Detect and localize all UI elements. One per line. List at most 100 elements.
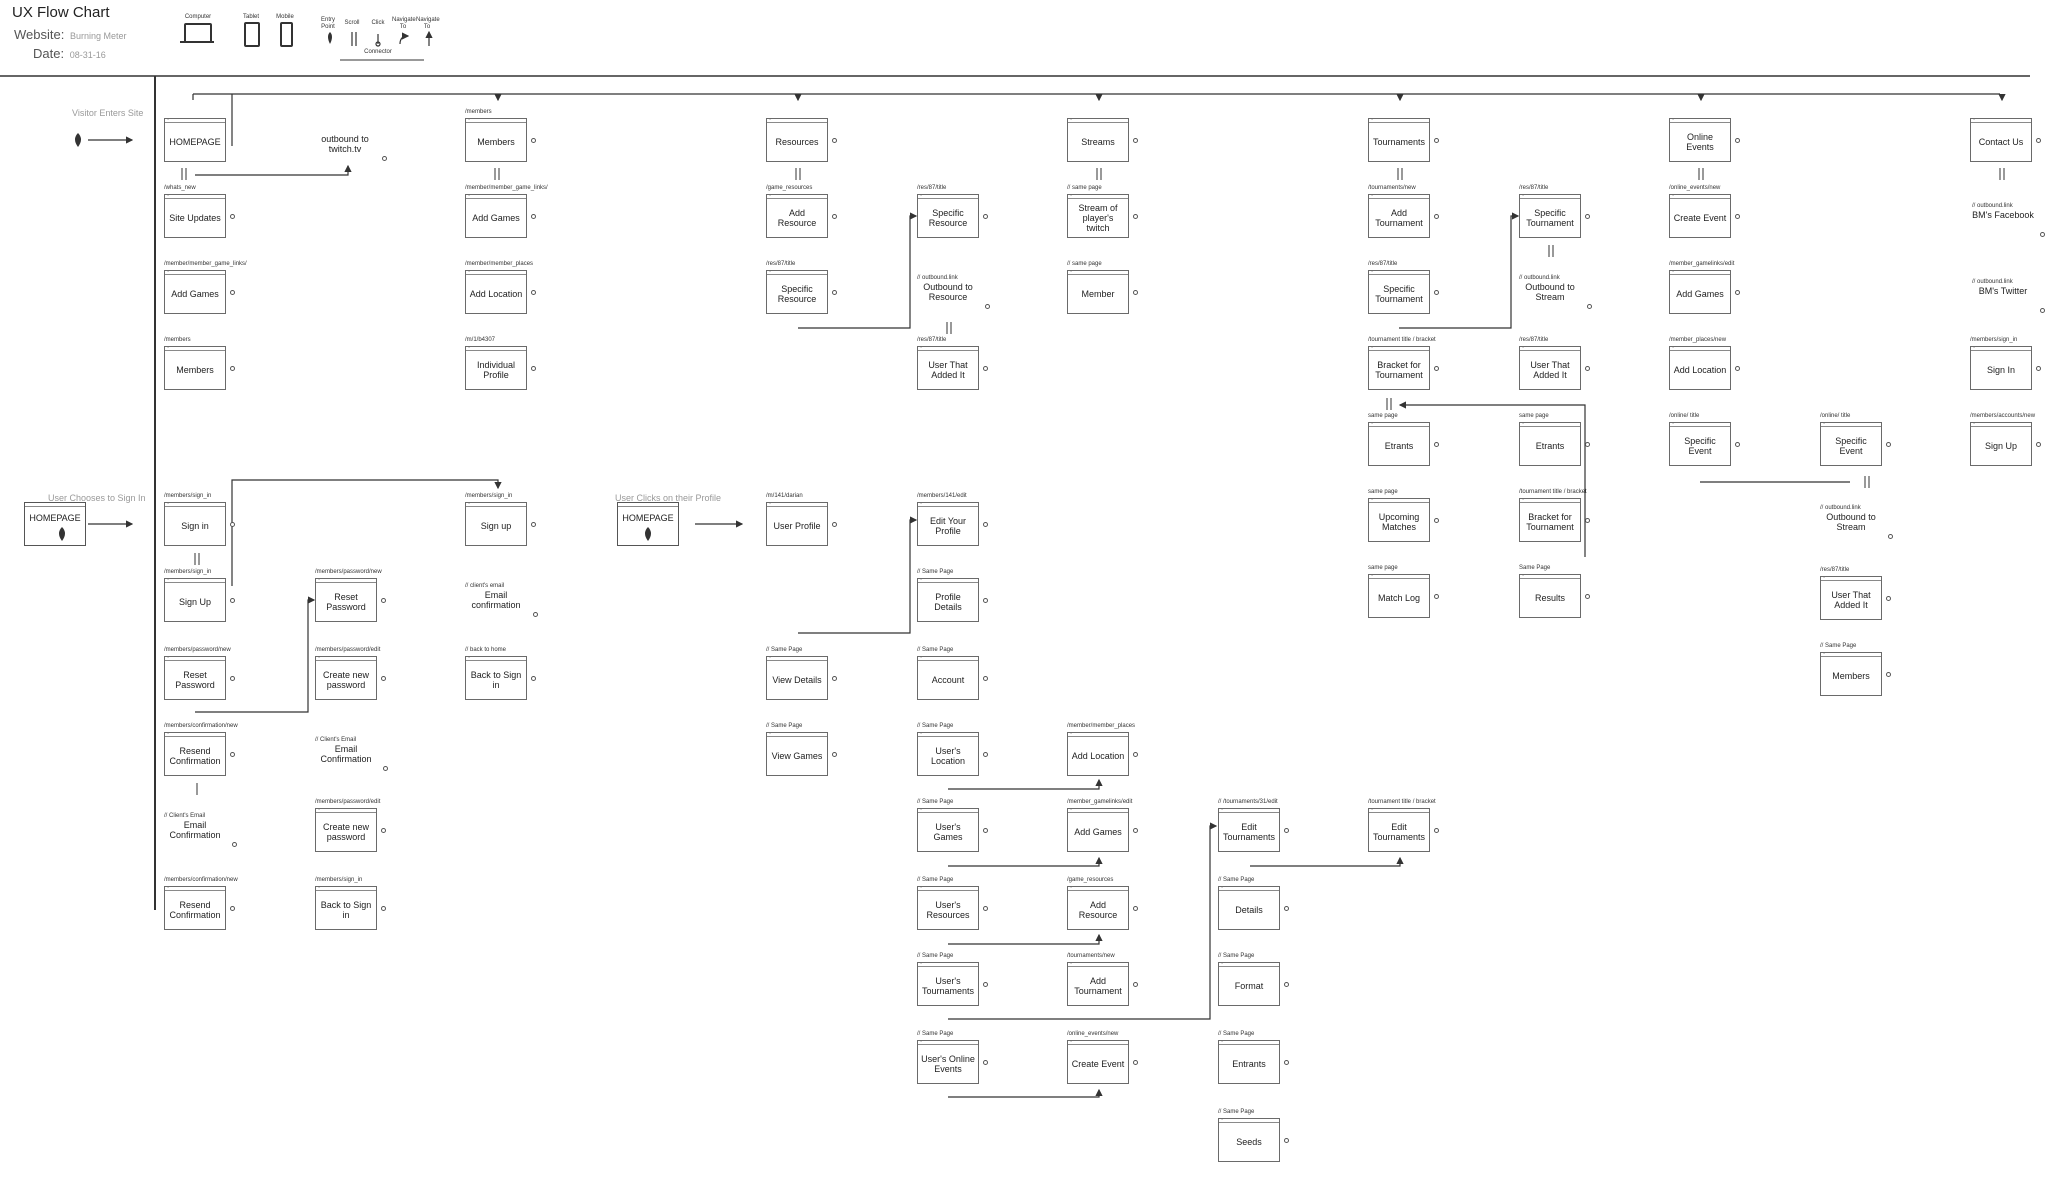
flow-node-t2-outbound: Outbound to Stream bbox=[1513, 282, 1587, 302]
node-click-dot bbox=[1585, 214, 1590, 219]
node-click-dot bbox=[2040, 232, 2045, 237]
node-click-dot bbox=[1133, 214, 1138, 219]
date-label: Date: bbox=[33, 46, 65, 61]
flow-node-r-specific2: Specific Resource bbox=[766, 267, 828, 314]
node-url: /res/87/title bbox=[1519, 337, 1549, 343]
node-label: Add Games bbox=[1074, 827, 1122, 837]
node-label: Streams bbox=[1081, 137, 1115, 147]
node-click-dot bbox=[1133, 982, 1138, 987]
flow-node-members: Members bbox=[465, 115, 527, 162]
flow-node-p-profile: User Profile bbox=[766, 499, 828, 546]
flow-node-si-resend: Resend Confirmation bbox=[164, 729, 226, 776]
legend-navigate-to-2: Navigate To bbox=[416, 17, 440, 30]
node-label: Add Games bbox=[1676, 289, 1724, 299]
node-url: /member_places/new bbox=[1669, 337, 1727, 343]
node-url: // same page bbox=[1067, 261, 1102, 267]
node-url: /members bbox=[164, 337, 191, 343]
flow-node-e-online: User's Online Events bbox=[917, 1037, 979, 1084]
node-click-dot bbox=[381, 676, 386, 681]
node-label: User's Location bbox=[930, 746, 966, 766]
node-click-dot bbox=[1585, 442, 1590, 447]
node-url: same page bbox=[1368, 489, 1398, 495]
node-label: Members bbox=[1832, 671, 1870, 681]
node-url: /members/141/edit bbox=[917, 493, 967, 499]
node-label: Add Resource bbox=[777, 208, 817, 228]
flow-node-pw-create2: Create new password bbox=[315, 805, 377, 852]
legend-scroll: Scroll bbox=[344, 20, 360, 26]
node-url: /tournament title / bracket bbox=[1368, 799, 1436, 805]
node-label: Account bbox=[931, 675, 965, 685]
node-click-dot bbox=[983, 522, 988, 527]
node-label: User's Games bbox=[933, 822, 963, 842]
node-url: /m/1/b4307 bbox=[465, 337, 496, 343]
node-url: // Same Page bbox=[917, 799, 954, 805]
flow-node-site-updates: Site Updates bbox=[164, 191, 226, 238]
flow-node-o2-user: User That Added It bbox=[1820, 573, 1882, 620]
node-url: /members/password/new bbox=[164, 647, 231, 653]
node-url: /m/141/darian bbox=[766, 493, 803, 499]
node-url: /members/accounts/new bbox=[1970, 413, 2036, 419]
flow-node-t2-bracket: Bracket for Tournament bbox=[1519, 495, 1581, 542]
node-label: Resend Confirmation bbox=[169, 900, 221, 920]
node-label: Create new password bbox=[322, 670, 370, 690]
node-label: Edit Tournaments bbox=[1372, 822, 1426, 842]
node-label: Match Log bbox=[1377, 593, 1421, 603]
node-url: /tournament title / bracket bbox=[1519, 489, 1587, 495]
node-click-dot bbox=[1434, 442, 1439, 447]
flow-node-x-resource: Add Resource bbox=[1067, 883, 1129, 930]
website-line: Website: Burning Meter bbox=[14, 27, 127, 42]
flow-node-r-user: User That Added It bbox=[917, 343, 979, 390]
node-click-dot bbox=[1284, 1138, 1289, 1143]
flow-node-m-add-location: Add Location bbox=[465, 267, 527, 314]
node-click-dot bbox=[1133, 138, 1138, 143]
node-click-dot bbox=[1735, 366, 1740, 371]
node-url: /member_gamelinks/edit bbox=[1067, 799, 1133, 805]
flow-node-o2-outbound: Outbound to Stream bbox=[1814, 512, 1888, 532]
node-url: // Same Page bbox=[917, 1031, 954, 1037]
flow-node-o-specific: Specific Event bbox=[1669, 419, 1731, 466]
node-url: // outbound.link bbox=[1972, 279, 2013, 285]
node-url: /members/sign_in bbox=[465, 493, 513, 499]
node-url: Same Page bbox=[1519, 565, 1551, 571]
legend-computer: Computer bbox=[184, 14, 212, 20]
node-label: Email Confirmation bbox=[169, 820, 221, 840]
lane-visitor-enters: Visitor Enters Site bbox=[72, 108, 144, 118]
node-url: // Client's Email bbox=[315, 737, 357, 743]
node-label: Contact Us bbox=[1978, 137, 2024, 147]
node-click-dot bbox=[1888, 534, 1893, 539]
node-label: Reset Password bbox=[175, 670, 215, 690]
node-label: Members bbox=[176, 365, 214, 375]
node-url: /member/member_game_links/ bbox=[164, 261, 247, 267]
flow-node-y-entrants: Entrants bbox=[1218, 1037, 1280, 1084]
flow-node-s-member: Member bbox=[1067, 267, 1129, 314]
node-label: Upcoming Matches bbox=[1378, 512, 1420, 532]
node-click-dot bbox=[1434, 594, 1439, 599]
flow-node-y-format: Format bbox=[1218, 959, 1280, 1006]
node-url: /online_events/new bbox=[1669, 185, 1721, 191]
node-url: /game_resources bbox=[1067, 877, 1114, 883]
node-url: // outbound.link bbox=[1972, 203, 2013, 209]
node-label: Add Tournament bbox=[1074, 976, 1122, 996]
node-url: // outbound.link bbox=[1820, 505, 1861, 511]
node-url: /members/sign_in bbox=[315, 877, 363, 883]
node-label: Add Resource bbox=[1078, 900, 1118, 920]
node-label: Create new password bbox=[322, 822, 370, 842]
node-url: /member_gamelinks/edit bbox=[1669, 261, 1735, 267]
flow-node-pw-reset: Reset Password bbox=[315, 575, 377, 622]
flow-node-m-add-games: Add Games bbox=[465, 191, 527, 238]
node-click-dot bbox=[983, 214, 988, 219]
node-url: /members/sign_in bbox=[1970, 337, 2018, 343]
node-label: User That Added It bbox=[1831, 590, 1871, 610]
date-value: 08-31-16 bbox=[69, 50, 106, 60]
flow-node-pw-email: Email Confirmation bbox=[309, 744, 383, 764]
node-url: // Same Page bbox=[1820, 643, 1857, 649]
legend-mobile: Mobile bbox=[276, 14, 294, 20]
website-value: Burning Meter bbox=[69, 31, 127, 41]
node-url: // Same Page bbox=[917, 569, 954, 575]
node-click-dot bbox=[1133, 290, 1138, 295]
node-click-dot bbox=[1284, 982, 1289, 987]
node-label: BM's Twitter bbox=[1978, 286, 2028, 296]
node-click-dot bbox=[381, 598, 386, 603]
node-label: Tournaments bbox=[1372, 137, 1426, 147]
node-label: Email Confirmation bbox=[320, 744, 372, 764]
